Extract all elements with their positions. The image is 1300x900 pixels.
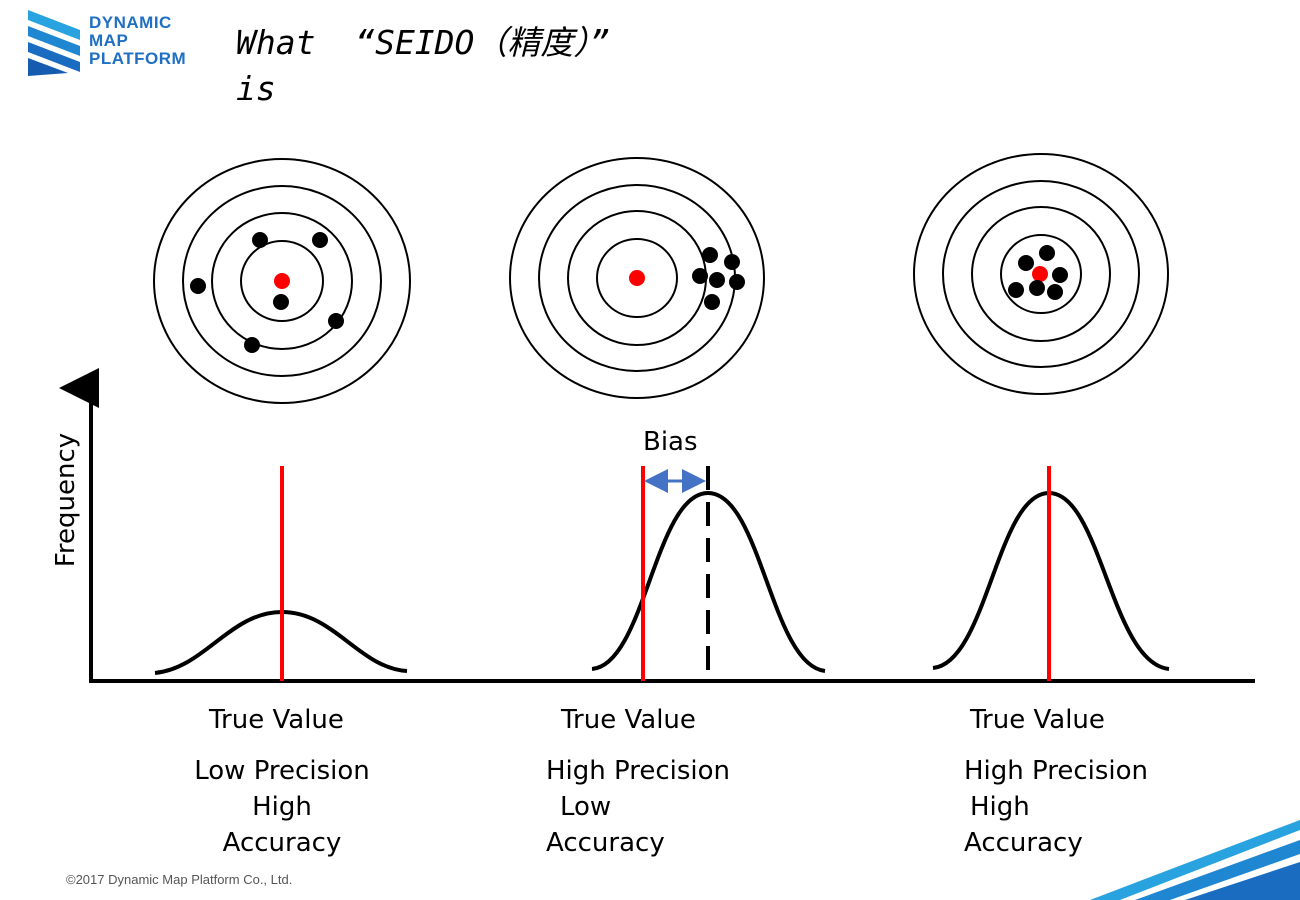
bias-label: Bias xyxy=(643,427,698,457)
company-logo xyxy=(28,10,208,80)
hit-dot xyxy=(729,274,745,290)
copyright-notice: ©2017 Dynamic Map Platform Co., Ltd. xyxy=(66,872,293,887)
caption-1-line-1: Low Precision xyxy=(194,756,370,786)
hit-dot xyxy=(244,337,260,353)
logo-wordmark: DYNAMIC MAP PLATFORM xyxy=(89,14,186,68)
target-ring xyxy=(509,157,765,399)
hit-dot xyxy=(709,272,725,288)
hit-dot xyxy=(1039,245,1055,261)
target-ring xyxy=(596,238,678,318)
caption-3-line-1: High Precision xyxy=(964,756,1149,786)
hit-dot xyxy=(328,313,344,329)
caption-panel-1: Low Precision High Accuracy xyxy=(184,753,380,861)
logo-line-2: MAP xyxy=(89,31,129,50)
target-ring xyxy=(971,206,1111,342)
target-3-hits xyxy=(1008,245,1068,300)
hit-dot xyxy=(1029,280,1045,296)
target-center-dot xyxy=(629,270,645,286)
target-ring xyxy=(942,180,1140,368)
caption-panel-3: High Precision High Accuracy xyxy=(964,753,1148,861)
target-low-precision-high-accuracy xyxy=(153,158,411,404)
logo-line-3: PLATFORM xyxy=(89,49,187,68)
logo-mark-icon xyxy=(28,10,80,76)
slide-title-line-1: What “SEIDO（精度）” xyxy=(236,23,610,62)
target-ring xyxy=(913,153,1169,395)
caption-panel-2: High Precision Low Accuracy xyxy=(546,753,730,861)
distribution-curve-2 xyxy=(591,490,826,673)
target-1-hits xyxy=(190,232,344,353)
logo-line-1: DYNAMIC xyxy=(89,13,172,32)
hit-dot xyxy=(692,268,708,284)
true-value-label-3: True Value xyxy=(970,705,1105,735)
corner-stripes-decoration xyxy=(1090,820,1300,900)
caption-2-line-2: Low xyxy=(560,792,612,822)
caption-2-line-1: High Precision xyxy=(546,756,731,786)
target-ring xyxy=(182,185,382,377)
caption-1-line-2: High xyxy=(252,792,312,822)
true-value-label-1: True Value xyxy=(209,705,344,735)
target-center-dot xyxy=(1032,266,1048,282)
hit-dot xyxy=(190,278,206,294)
caption-2-line-3: Accuracy xyxy=(546,828,665,858)
slide-title-line-2: is xyxy=(236,69,276,108)
hit-dot xyxy=(1052,267,1068,283)
slide-title: What “SEIDO（精度）” is xyxy=(236,20,610,112)
hit-dot xyxy=(704,294,720,310)
hit-dot xyxy=(273,294,289,310)
target-ring xyxy=(240,240,324,322)
target-ring xyxy=(1000,234,1082,314)
hit-dot xyxy=(1018,255,1034,271)
target-ring xyxy=(153,158,411,404)
hit-dot xyxy=(312,232,328,248)
hit-dot xyxy=(1008,282,1024,298)
target-ring xyxy=(211,212,353,350)
hit-dot xyxy=(252,232,268,248)
caption-3-line-2: High xyxy=(970,792,1030,822)
y-axis-label: Frequency xyxy=(48,433,84,567)
caption-1-line-3: Accuracy xyxy=(222,828,342,858)
target-2-hits xyxy=(629,247,745,310)
target-high-precision-high-accuracy xyxy=(913,153,1169,395)
target-center-dot xyxy=(274,273,290,289)
y-axis-label-text: Frequency xyxy=(51,432,81,568)
hit-dot xyxy=(1047,284,1063,300)
true-value-label-2: True Value xyxy=(561,705,696,735)
hit-dot xyxy=(724,254,740,270)
hit-dot xyxy=(702,247,718,263)
caption-3-line-3: Accuracy xyxy=(964,828,1083,858)
